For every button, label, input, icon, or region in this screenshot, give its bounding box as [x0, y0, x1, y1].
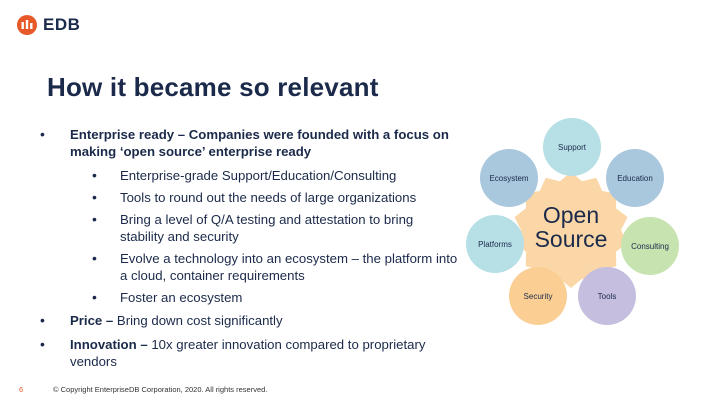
petal-circle [509, 267, 567, 325]
center-label-line1: Open [543, 202, 599, 228]
edb-logo-icon [17, 15, 37, 35]
bullet-list: Enterprise ready – Companies were founde… [40, 126, 460, 377]
petal-consulting: Consulting [621, 217, 679, 275]
footer: 6 © Copyright EnterpriseDB Corporation, … [0, 382, 720, 396]
bullet-lead: Innovation – [70, 337, 148, 352]
bullet-enterprise-ready: Enterprise ready – Companies were founde… [40, 126, 460, 160]
petal-label: Education [617, 174, 653, 183]
petal-tools: Tools [578, 267, 636, 325]
sub-bullet: Foster an ecosystem [40, 289, 460, 306]
petal-label: Consulting [631, 242, 669, 251]
petal-education: Education [606, 149, 664, 207]
bullet-innovation: Innovation – 10x greater innovation comp… [40, 336, 460, 370]
petal-circle [606, 149, 664, 207]
bullet-text: Bring down cost significantly [113, 313, 283, 328]
bullet-price: Price – Bring down cost significantly [40, 312, 460, 329]
edb-logo: EDB [17, 14, 80, 36]
petal-circle [578, 267, 636, 325]
petal-ecosystem: Ecosystem [480, 149, 538, 207]
petal-label: Tools [598, 292, 617, 301]
logo-text: EDB [43, 15, 81, 34]
sub-bullet: Evolve a technology into an ecosystem – … [40, 250, 460, 284]
petal-label: Platforms [478, 240, 512, 249]
bullet-text: Companies were founded with a focus on m… [70, 127, 449, 159]
petal-support: Support [543, 118, 601, 176]
bullet-text: 10x greater innovation compared to propr… [70, 337, 426, 369]
copyright-text: © Copyright EnterpriseDB Corporation, 20… [53, 385, 268, 394]
petal-circle [466, 215, 524, 273]
sub-bullet: Tools to round out the needs of large or… [40, 189, 460, 206]
sub-bullet: Enterprise-grade Support/Education/Consu… [40, 167, 460, 184]
petal-circle [621, 217, 679, 275]
petal-label: Security [524, 292, 553, 301]
petal-circle [543, 118, 601, 176]
center-label-line2: Source [535, 226, 608, 252]
bullet-lead: Price – [70, 313, 114, 328]
petal-label: Ecosystem [489, 174, 528, 183]
page-title: How it became so relevant [47, 72, 379, 102]
open-source-center-shape [514, 172, 628, 288]
bullet-lead: Enterprise ready – [70, 127, 186, 142]
sub-bullet: Bring a level of Q/A testing and attesta… [40, 211, 460, 245]
petal-security: Security [509, 267, 567, 325]
petal-label: Support [558, 143, 587, 152]
petal-circle [480, 149, 538, 207]
page-number: 6 [19, 385, 24, 394]
petal-platforms: Platforms [466, 215, 524, 273]
